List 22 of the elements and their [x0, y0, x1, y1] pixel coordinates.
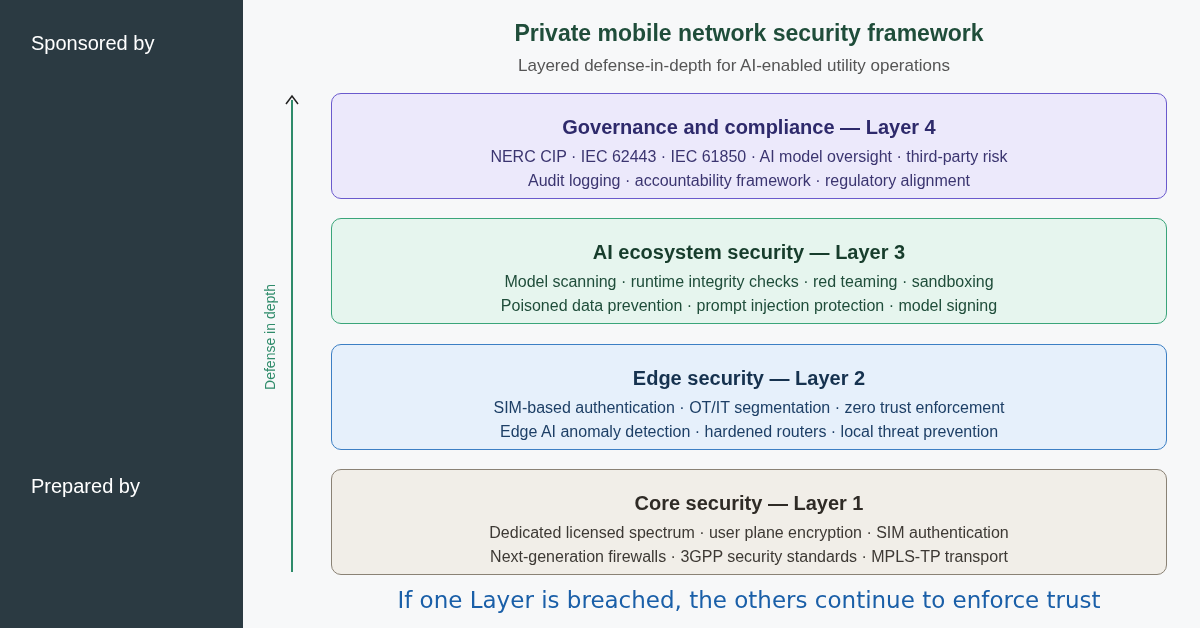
subtitle: Layered defense-in-depth for AI-enabled utility operations: [518, 56, 950, 76]
layer-heading: Core security — Layer 1: [634, 492, 864, 515]
preparer-label: Prepared by: [31, 475, 140, 498]
layer-box: [331, 218, 1167, 324]
layer-details: NERC CIP · IEC 62443 · IEC 61850 · AI model oversight · third-party risk: [490, 147, 1008, 167]
layer-details: Edge AI anomaly detection · hardened routers · local threat prevention: [499, 422, 999, 442]
layer-details: Next-generation firewalls · 3GPP security standards · MPLS-TP transport: [490, 547, 1008, 567]
layer-box: [331, 344, 1167, 450]
layer-box: [331, 93, 1167, 199]
layer-details: Model scanning · runtime integrity checks · red teaming · sandboxing: [504, 272, 994, 292]
axis-label: Defense in depth: [262, 284, 278, 390]
layer-heading: AI ecosystem security — Layer 3: [592, 241, 906, 264]
layer-box: [331, 469, 1167, 575]
sponsor-label: Sponsored by: [31, 32, 155, 55]
diagram-title: Private mobile network security framework: [514, 20, 984, 46]
layer-details: Audit logging · accountability framework · regulatory alignment: [528, 171, 970, 191]
caption: If one Layer is breached, the others continue to enforce trust: [397, 587, 1101, 613]
layer-details: Dedicated licensed spectrum · user plane encryption · SIM authentication: [489, 523, 1009, 543]
layer-heading: Governance and compliance — Layer 4: [562, 116, 936, 139]
layer-details: Poisoned data prevention · prompt injection protection · model signing: [500, 296, 998, 316]
layer-heading: Edge security — Layer 2: [632, 367, 866, 390]
layer-details: SIM-based authentication · OT/IT segmentation · zero trust enforcement: [493, 398, 1005, 418]
